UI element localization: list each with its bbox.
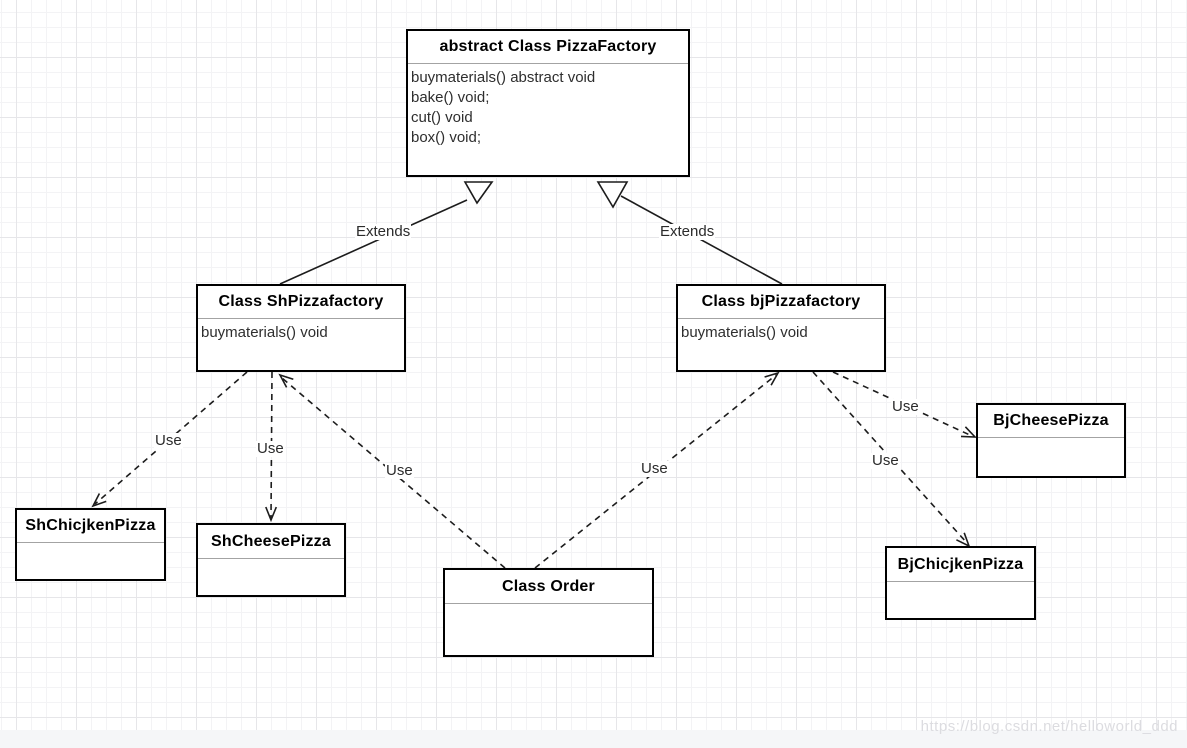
class-title: ShChicjkenPizza [25,517,156,534]
class-methods [17,543,164,579]
method-line: buymaterials() void [201,324,328,341]
method-line: cut() void [411,109,473,126]
class-box-shpizzafactory: Class ShPizzafactory buymaterials() void [196,284,406,372]
class-methods [887,582,1034,618]
class-box-bjcheesepizza: BjCheesePizza [976,403,1126,478]
method-line: bake() void; [411,89,490,106]
method-line: box() void; [411,129,482,146]
class-methods [445,604,652,655]
use-label-sh-cheese: Use [256,440,285,457]
class-box-shcheesepizza: ShCheesePizza [196,523,346,597]
class-separator [17,542,164,543]
class-methods: buymaterials() abstract void bake() void… [408,64,688,175]
class-box-bjpizzafactory: Class bjPizzafactory buymaterials() void [676,284,886,372]
class-methods [978,438,1124,476]
class-separator [198,318,404,319]
use-label-bj-chicjken: Use [871,452,900,469]
class-box-shchicjkenpizza: ShChicjkenPizza [15,508,166,581]
method-line: buymaterials() abstract void [411,69,596,86]
class-separator [887,581,1034,582]
use-label-order-bj: Use [640,460,669,477]
class-title: Class ShPizzafactory [218,293,384,310]
class-methods [198,559,344,595]
class-title: ShCheesePizza [211,532,331,550]
class-title: BjCheesePizza [993,412,1109,429]
class-separator [978,437,1124,438]
use-label-order-sh: Use [385,462,414,479]
class-title: Class bjPizzafactory [701,293,861,310]
class-box-order: Class Order [443,568,654,657]
class-title: Class Order [502,577,595,595]
class-title: BjChicjkenPizza [897,555,1024,573]
class-methods: buymaterials() void [198,319,404,370]
watermark-url: https://blog.csdn.net/helloworld_ddd [920,718,1178,735]
extends-label-left: Extends [355,223,412,240]
class-box-bjchicjkenpizza: BjChicjkenPizza [885,546,1036,620]
use-label-bj-cheese: Use [891,398,920,415]
method-line: buymaterials() void [681,324,808,341]
class-separator [408,63,688,64]
bottom-band [0,730,1187,748]
extends-label-right: Extends [659,223,716,240]
class-separator [678,318,884,319]
class-separator [445,603,652,604]
class-title: abstract Class PizzaFactory [439,38,657,55]
class-separator [198,558,344,559]
class-box-pizzafactory: abstract Class PizzaFactory buymaterials… [406,29,690,177]
use-label-sh-chicjken: Use [154,432,183,449]
class-methods: buymaterials() void [678,319,884,370]
